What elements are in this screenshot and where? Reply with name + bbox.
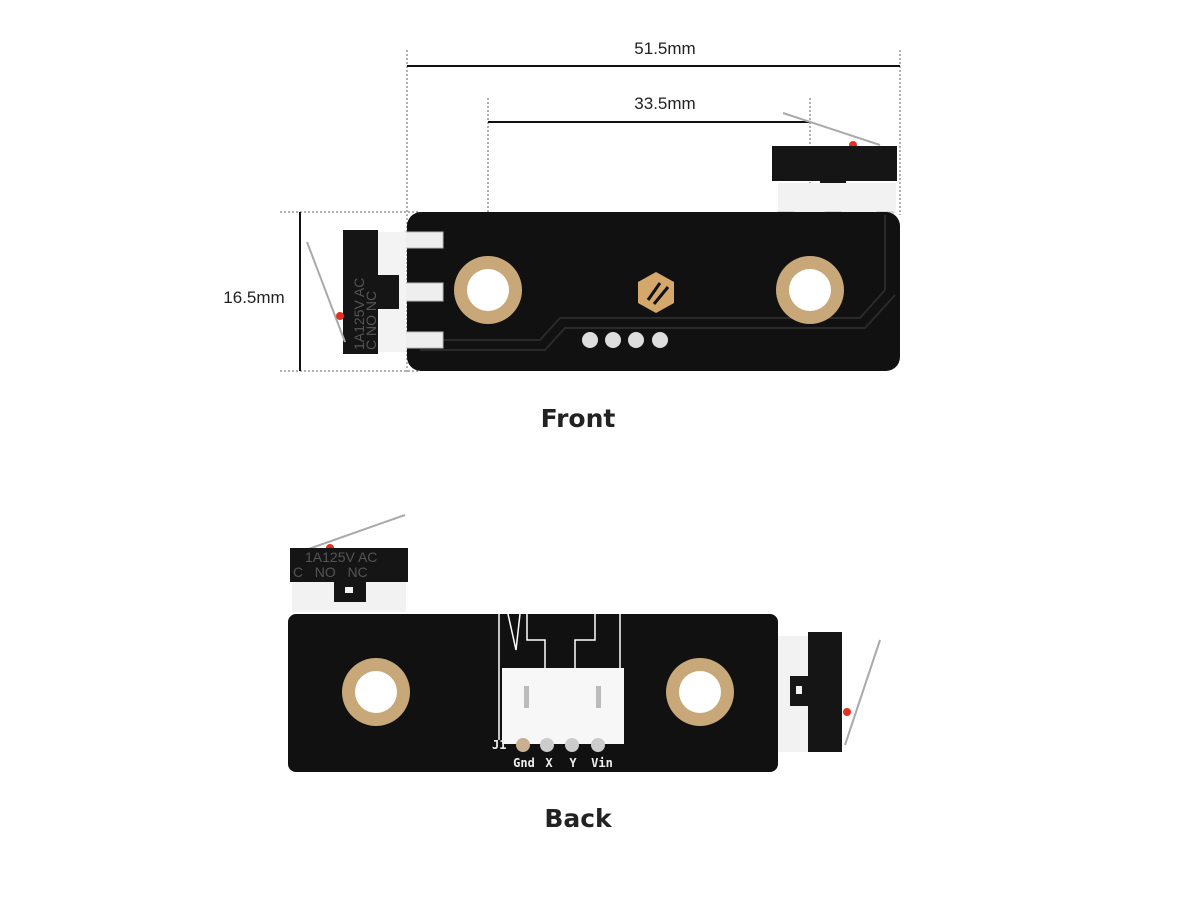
pin-label-vin: Vin bbox=[591, 756, 613, 770]
front-view: 1A125V AC C NO NC bbox=[306, 112, 900, 371]
jst-connector bbox=[502, 668, 624, 752]
back-mount-hole-left bbox=[342, 658, 410, 726]
front-microswitch-left: 1A125V AC C NO NC bbox=[306, 230, 444, 354]
back-view: 1A125V AC C NO NC J1 Gnd X bbox=[288, 514, 881, 772]
front-mount-hole-right bbox=[776, 256, 844, 324]
pin-label-x: X bbox=[545, 756, 553, 770]
dimension-label-height: 16.5mm bbox=[223, 288, 284, 307]
dimension-label-width: 51.5mm bbox=[634, 39, 695, 58]
back-switch-rating-text: 1A125V AC bbox=[305, 549, 377, 565]
front-mount-hole-left bbox=[454, 256, 522, 324]
pin-label-y: Y bbox=[569, 756, 577, 770]
pin-label-gnd: Gnd bbox=[513, 756, 535, 770]
connector-ref: J1 bbox=[492, 738, 506, 752]
back-mount-hole-right bbox=[666, 658, 734, 726]
dimension-label-spacing: 33.5mm bbox=[634, 94, 695, 113]
front-caption: Front bbox=[541, 404, 616, 433]
dimension-height: 16.5mm bbox=[223, 211, 420, 372]
back-microswitch-top: 1A125V AC C NO NC bbox=[290, 514, 408, 612]
switch-rating-text: 1A125V AC bbox=[351, 278, 367, 350]
front-header-pads bbox=[582, 332, 668, 348]
back-switch-terminal-text: C NO NC bbox=[293, 564, 368, 580]
brand-logo-icon bbox=[638, 272, 674, 313]
back-microswitch-right bbox=[778, 632, 881, 752]
back-caption: Back bbox=[544, 804, 613, 833]
switch-terminal-text: C NO NC bbox=[363, 291, 379, 350]
